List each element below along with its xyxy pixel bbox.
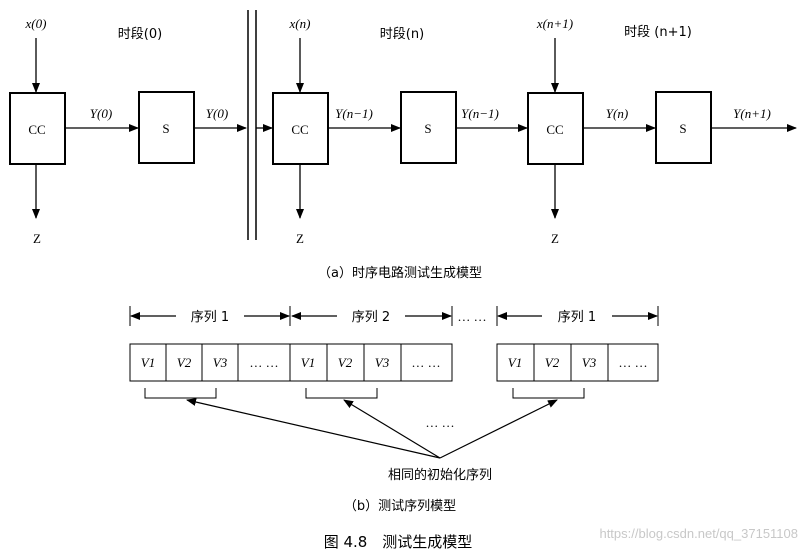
vector-cell	[570, 343, 609, 382]
out-label: Y(n−1)	[461, 106, 499, 121]
init-bracket	[512, 388, 585, 399]
cell-ellipsis: … …	[618, 355, 647, 370]
init-pointer-arrow	[439, 399, 558, 459]
period-label: 时段(n)	[380, 27, 424, 42]
cell-ellipsis: … …	[249, 355, 278, 370]
vector-cell	[496, 343, 535, 382]
s-block	[138, 91, 195, 164]
sequence-2: 序列 2 V1 V2 V3 … …	[289, 306, 453, 399]
input-label: x(0)	[25, 16, 47, 31]
timeframe-n-plus-1: x(n+1) 时段 (n+1) CC Y(n) S Y(n+1) Z	[527, 16, 797, 246]
init-pointer-arrow	[186, 398, 441, 459]
caption-b: （b）测试序列模型	[344, 499, 456, 514]
s-block	[400, 91, 457, 164]
cell-v1: V1	[301, 355, 315, 370]
timeframe-n: x(n) 时段(n) CC Y(n−1) S Y(n−1) Z	[256, 16, 528, 246]
cell-v2: V2	[338, 355, 353, 370]
init-bracket	[144, 388, 217, 399]
mid-label: Y(n)	[606, 106, 628, 121]
s-label: S	[162, 121, 169, 136]
sequence-label: 序列 1	[558, 310, 596, 325]
period-label: 时段(0)	[118, 27, 162, 42]
sequence-gap-ellipsis: … …	[457, 309, 486, 324]
cell-v2: V2	[177, 355, 192, 370]
timeframe-0: x(0) 时段(0) CC Y(0) S Y(0) Z	[9, 16, 247, 246]
vector-cell	[326, 343, 365, 382]
cell-v1: V1	[508, 355, 522, 370]
mid-label: Y(n−1)	[335, 106, 373, 121]
sequence-label: 序列 2	[352, 310, 390, 325]
vector-cell	[607, 343, 659, 382]
init-sequence-label: 相同的初始化序列	[388, 467, 492, 483]
cell-v2: V2	[545, 355, 560, 370]
period-label: 时段 (n+1)	[624, 25, 692, 40]
vector-cell	[237, 343, 291, 382]
sequence-label: 序列 1	[191, 310, 229, 325]
input-label: x(n)	[289, 16, 311, 31]
s-block	[655, 91, 712, 164]
s-label: S	[679, 121, 686, 136]
figure-caption: 图 4.8 测试生成模型	[324, 533, 473, 551]
cell-ellipsis: … …	[411, 355, 440, 370]
vector-cell	[533, 343, 572, 382]
cc-label: CC	[28, 122, 45, 137]
sequence-1: 序列 1 V1 V2 V3 … …	[129, 306, 291, 399]
mid-label: Y(0)	[90, 106, 112, 121]
cc-label: CC	[291, 122, 308, 137]
out-label: Y(0)	[206, 106, 228, 121]
cc-block	[9, 92, 66, 165]
z-label: Z	[551, 231, 559, 246]
cell-v3: V3	[582, 355, 597, 370]
z-label: Z	[33, 231, 41, 246]
watermark: https://blog.csdn.net/qq_37151108	[599, 526, 798, 541]
out-label: Y(n+1)	[733, 106, 771, 121]
cell-v1: V1	[141, 355, 155, 370]
input-label: x(n+1)	[536, 16, 573, 31]
part-b-sequence-model: 序列 1 V1 V2 V3 … … 序列 2 V1 V2 V3 … …	[129, 306, 659, 514]
init-pointer-arrow	[343, 399, 441, 459]
vector-cell	[129, 343, 167, 382]
middle-ellipsis: … …	[425, 415, 454, 430]
cell-v3: V3	[375, 355, 390, 370]
vector-cell	[165, 343, 203, 382]
caption-a: （a）时序电路测试生成模型	[318, 265, 482, 281]
cell-v3: V3	[213, 355, 228, 370]
vector-cell	[201, 343, 239, 382]
sequence-1-repeat: 序列 1 V1 V2 V3 … …	[496, 306, 659, 399]
part-a-sequential-model: x(0) 时段(0) CC Y(0) S Y(0) Z x(n) 时段(n) C…	[9, 10, 797, 281]
vector-cell	[363, 343, 402, 382]
s-label: S	[424, 121, 431, 136]
z-label: Z	[296, 231, 304, 246]
vector-cell	[400, 343, 453, 382]
cc-label: CC	[546, 122, 563, 137]
init-bracket	[305, 388, 378, 399]
